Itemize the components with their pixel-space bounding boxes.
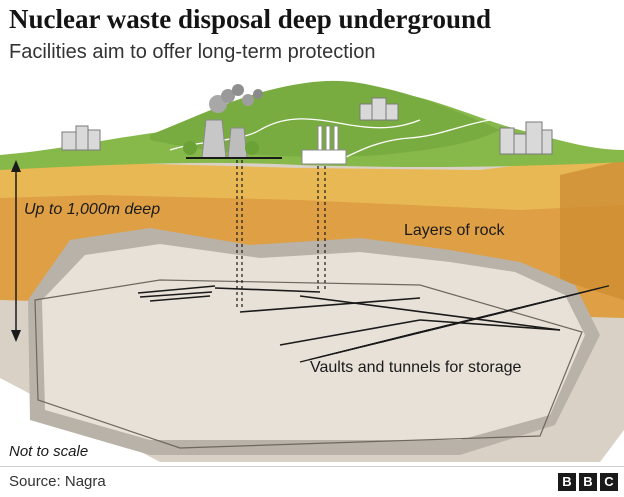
storage-tunnels	[137, 285, 561, 346]
depth-label: Up to 1,000m deep	[24, 201, 160, 218]
logo-letter: B	[558, 473, 576, 491]
power-station	[183, 84, 282, 159]
rock-label: Layers of rock	[404, 222, 505, 239]
bbc-logo: B B C	[558, 473, 618, 491]
vault-tunnel	[488, 285, 610, 317]
logo-letter: B	[579, 473, 597, 491]
hill	[150, 80, 500, 157]
vault-rows	[299, 285, 610, 363]
scale-note: Not to scale	[9, 443, 88, 460]
logo-letter: C	[600, 473, 618, 491]
rock-side-face	[560, 160, 624, 300]
depth-arrow	[11, 160, 21, 342]
page-subtitle: Facilities aim to offer long-term protec…	[9, 41, 376, 63]
page-title: Nuclear waste disposal deep underground	[9, 4, 492, 34]
source-credit: Source: Nagra	[9, 473, 106, 490]
footer-divider	[0, 466, 624, 467]
repository-cross-section-diagram: Up to 1,000m deep Layers of rock Vaults …	[0, 80, 624, 462]
road-path	[339, 119, 491, 161]
access-shafts	[236, 160, 326, 310]
repository-building	[301, 125, 347, 165]
vault-label: Vaults and tunnels for storage	[310, 359, 521, 376]
village	[61, 97, 553, 155]
cavern-floor	[42, 244, 585, 440]
floor-outline	[34, 279, 583, 449]
